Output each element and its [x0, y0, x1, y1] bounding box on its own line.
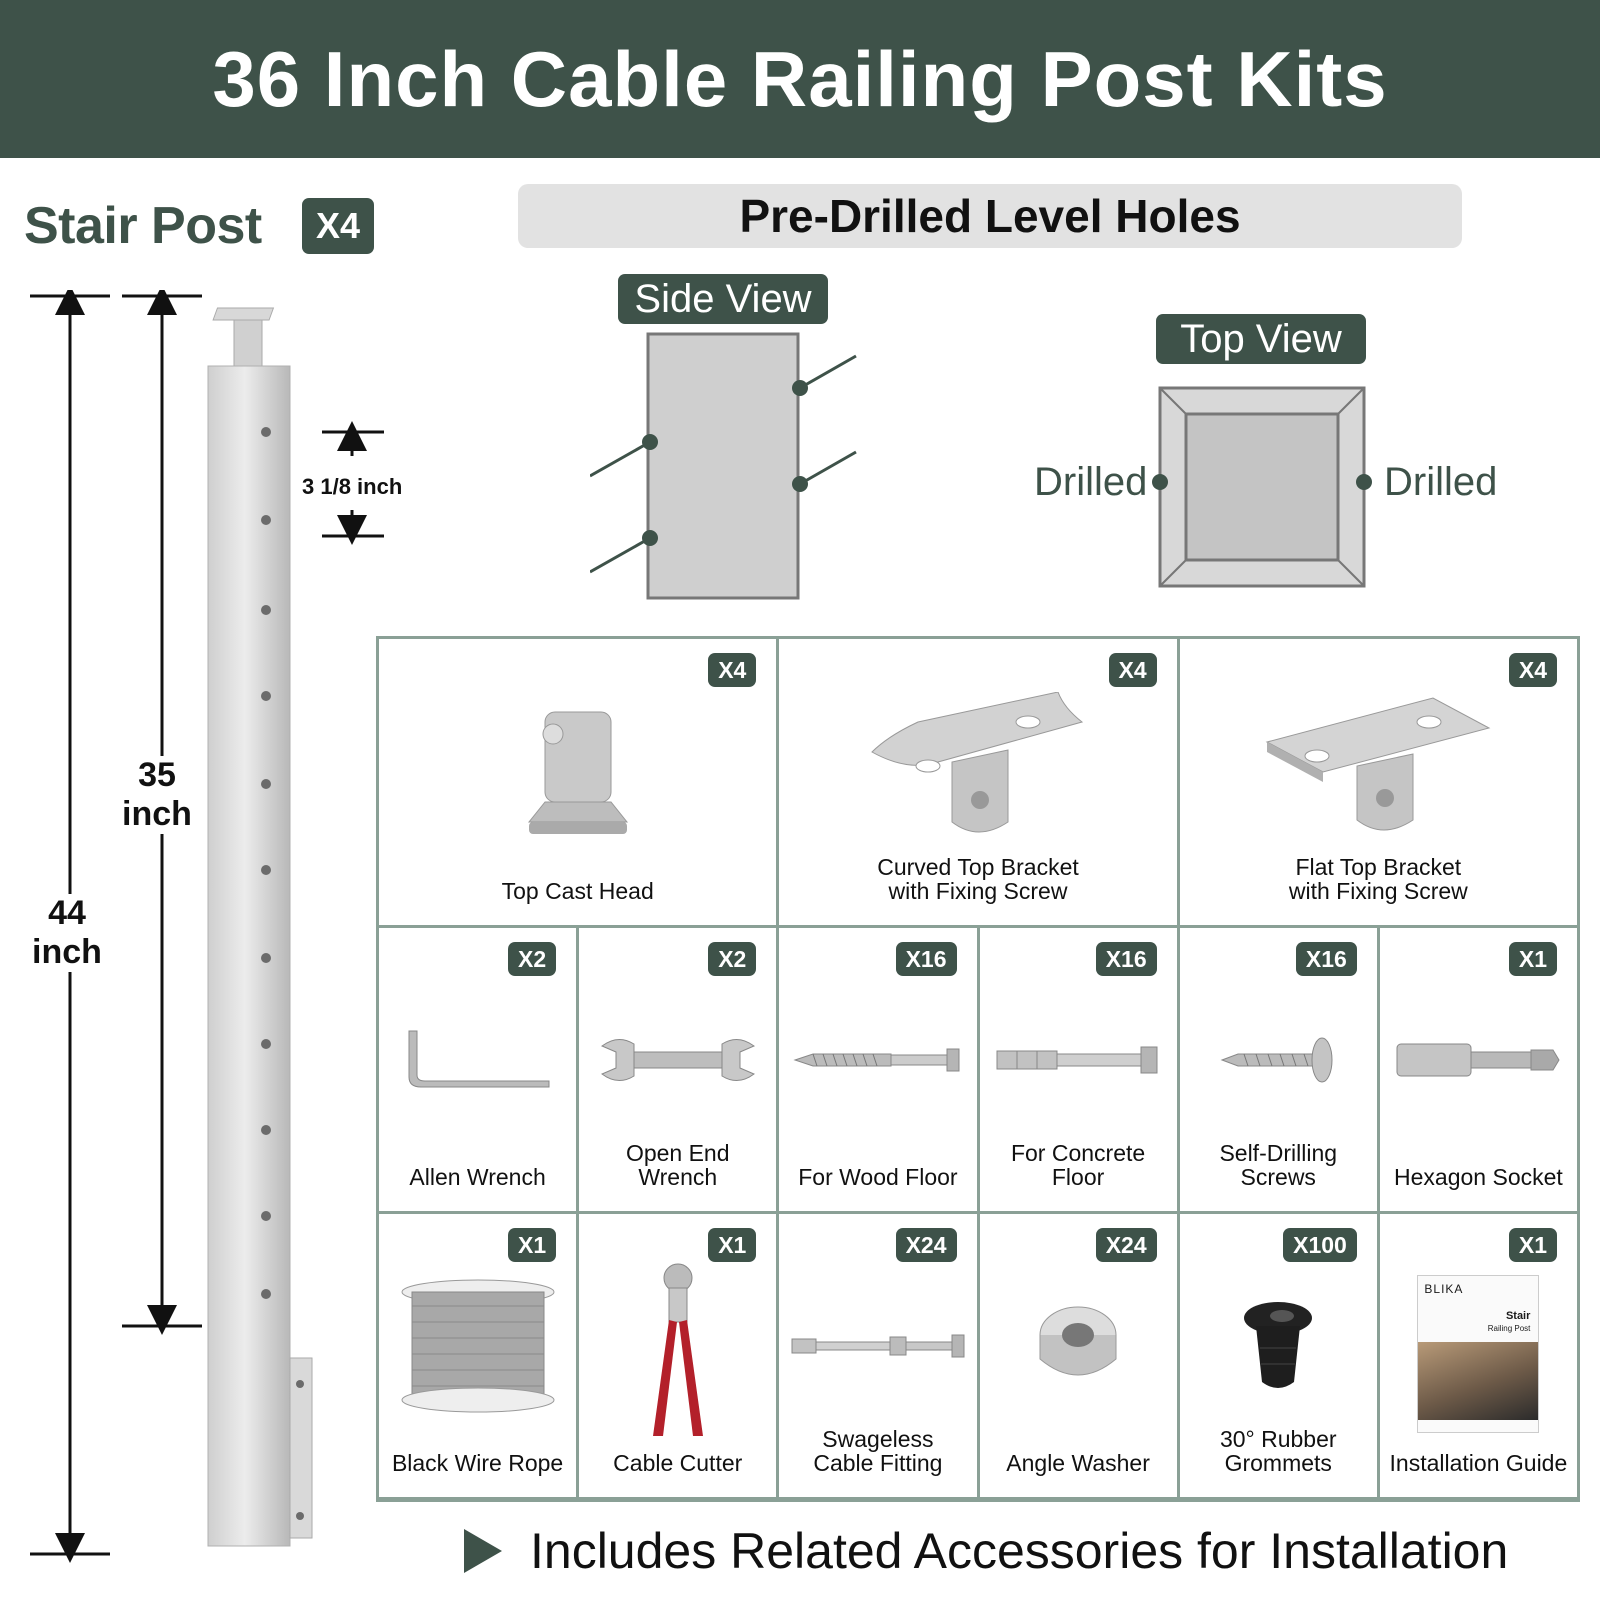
part-qty-badge: X1	[508, 1228, 557, 1262]
part-label: Angle Washer	[1006, 1449, 1150, 1476]
guide-subtitle: Railing Post	[1487, 1323, 1531, 1333]
page-header: 36 Inch Cable Railing Post Kits	[0, 0, 1600, 158]
top-view-label: Top View	[1156, 314, 1366, 364]
footer-note: Includes Related Accessories for Install…	[464, 1522, 1508, 1580]
part-cell-allen-wrench: X2 Allen Wrench	[379, 928, 577, 1211]
lag-screw-icon	[779, 978, 976, 1141]
play-arrow-icon	[464, 1529, 502, 1573]
drilled-left-label: Drilled	[1034, 460, 1148, 504]
part-qty-badge: X1	[708, 1228, 757, 1262]
allen-wrench-icon	[379, 978, 576, 1141]
part-qty-badge: X16	[1295, 942, 1357, 976]
wire-rope-spool-icon	[379, 1264, 576, 1427]
dimension-44-label: 44 inch	[22, 894, 112, 973]
part-qty-badge: X1	[1508, 1228, 1557, 1262]
side-view-diagram	[590, 332, 857, 600]
stair-post-illustration	[207, 307, 313, 1547]
part-label: Cable Cutter	[613, 1449, 743, 1476]
guide-cover-photo	[1418, 1341, 1539, 1420]
part-cell-wire-rope: X1 Black Wire Rope	[379, 1214, 577, 1497]
part-qty-badge: X4	[1508, 653, 1557, 687]
anchor-bolt-icon	[980, 978, 1177, 1141]
cable-cutter-icon	[579, 1258, 776, 1441]
part-cell-angle-washer: X24 Angle Washer	[979, 1214, 1177, 1497]
part-qty-badge: X16	[895, 942, 957, 976]
stair-post-qty-badge: X4	[302, 198, 374, 254]
part-label: Top Cast Head	[501, 877, 654, 904]
part-label: Black Wire Rope	[391, 1449, 564, 1476]
dimension-35-label: 35 inch	[112, 756, 202, 835]
drilled-right-label: Drilled	[1384, 460, 1498, 504]
part-qty-badge: X24	[895, 1228, 957, 1262]
top-view-diagram	[1152, 386, 1372, 588]
guide-brand: BLIKA	[1424, 1281, 1464, 1296]
installation-guide-icon: BLIKA Stair Railing Post	[1380, 1272, 1577, 1435]
footer-text: Includes Related Accessories for Install…	[530, 1523, 1509, 1579]
curved-bracket-icon	[779, 689, 1176, 845]
side-view-label: Side View	[618, 274, 828, 324]
part-qty-badge: X4	[708, 653, 757, 687]
stair-post-diagram	[30, 290, 384, 1563]
part-label: Allen Wrench	[409, 1163, 546, 1190]
open-end-wrench-icon	[579, 978, 776, 1141]
stair-post-title: Stair Post	[24, 197, 262, 255]
part-qty-badge: X24	[1095, 1228, 1157, 1262]
guide-title: Stair	[1505, 1309, 1531, 1322]
part-qty-badge: X16	[1095, 942, 1157, 976]
part-label: Hexagon Socket	[1394, 1163, 1563, 1190]
top-cast-head-icon	[379, 689, 776, 855]
part-cell-top-cast-head: X4 Top Cast Head	[379, 639, 777, 925]
hexagon-socket-icon	[1380, 978, 1577, 1141]
part-cell-installation-guide: X1 BLIKA Stair Railing Post Installation…	[1379, 1214, 1577, 1497]
self-drilling-screw-icon	[1180, 978, 1377, 1141]
pre-drilled-banner: Pre-Drilled Level Holes	[518, 184, 1462, 248]
part-qty-badge: X1	[1508, 942, 1557, 976]
part-qty-badge: X2	[708, 942, 757, 976]
dimension-spacing-line	[322, 421, 384, 545]
cable-fitting-icon	[779, 1264, 976, 1427]
angle-washer-icon	[980, 1264, 1177, 1427]
flat-bracket-icon	[1180, 689, 1577, 845]
part-label: For Wood Floor	[798, 1163, 958, 1190]
part-cell-cable-cutter: X1 Cable Cutter	[579, 1214, 777, 1497]
page-title: 36 Inch Cable Railing Post Kits	[212, 34, 1388, 123]
dimension-spacing-label: 3 1/8 inch	[302, 474, 403, 499]
part-cell-hexagon-socket: X1 Hexagon Socket	[1379, 928, 1577, 1211]
part-qty-badge: X2	[508, 942, 557, 976]
part-qty-badge: X4	[1108, 653, 1157, 687]
part-cell-wood-floor-screw: X16 For Wood Floor	[779, 928, 977, 1211]
part-label: Installation Guide	[1389, 1449, 1568, 1476]
part-qty-badge: X100	[1283, 1228, 1357, 1262]
rubber-grommet-icon	[1180, 1264, 1377, 1427]
